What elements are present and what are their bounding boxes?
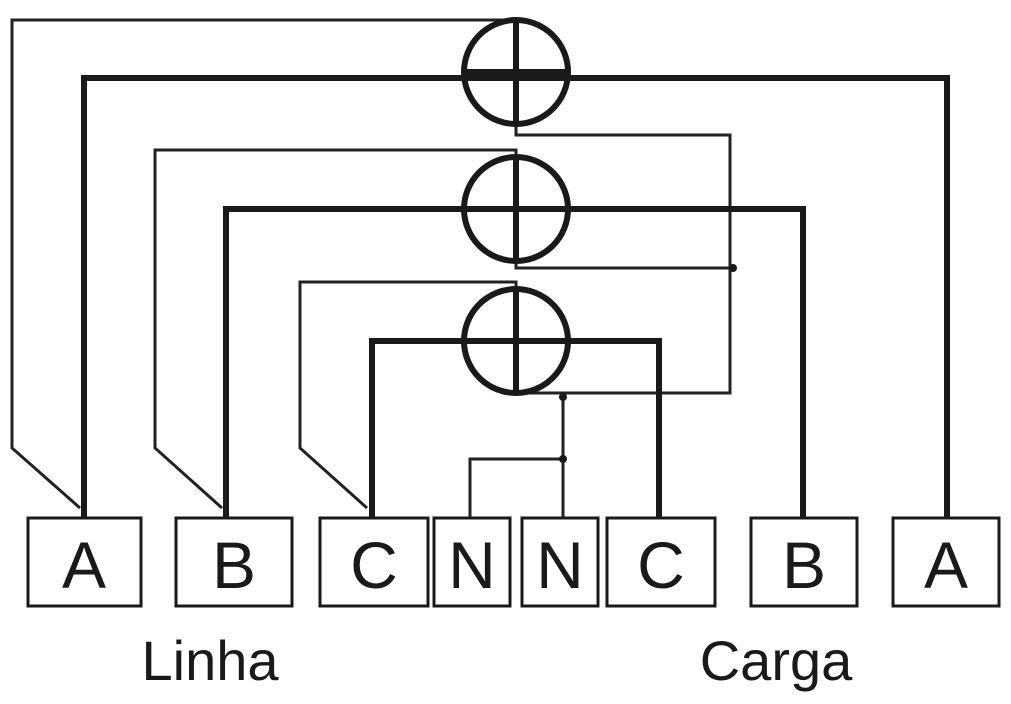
junction-dot-n: [559, 455, 567, 463]
terminal-label: B: [212, 528, 256, 602]
terminal-load-n: N: [520, 516, 600, 608]
terminal-label: A: [62, 528, 106, 602]
wire-potential-b: [153, 148, 735, 510]
terminal-load-a: A: [891, 516, 1001, 608]
terminal-label: C: [350, 528, 398, 602]
terminal-load-c: C: [605, 516, 717, 608]
wire-neutral-loop: [468, 457, 563, 518]
terminal-label: N: [536, 528, 584, 602]
meter-element-c: [461, 286, 571, 396]
junction-dot-n2: [559, 393, 567, 401]
terminal-load-b: B: [749, 516, 859, 608]
wire-potential-c: [298, 280, 518, 510]
terminal-label: B: [782, 528, 826, 602]
terminal-line-c: C: [318, 516, 430, 608]
terminal-label: N: [448, 528, 496, 602]
meter-element-a: [461, 17, 571, 127]
terminal-line-a: A: [26, 516, 143, 608]
load-side-label: Carga: [700, 629, 853, 692]
terminal-line-n: N: [432, 516, 512, 608]
junction-dot-b: [729, 264, 737, 272]
meter-element-b: [461, 154, 571, 264]
terminal-label: A: [924, 528, 968, 602]
terminal-line-b: B: [174, 516, 294, 608]
line-side-label: Linha: [141, 629, 279, 692]
terminal-label: C: [637, 528, 685, 602]
